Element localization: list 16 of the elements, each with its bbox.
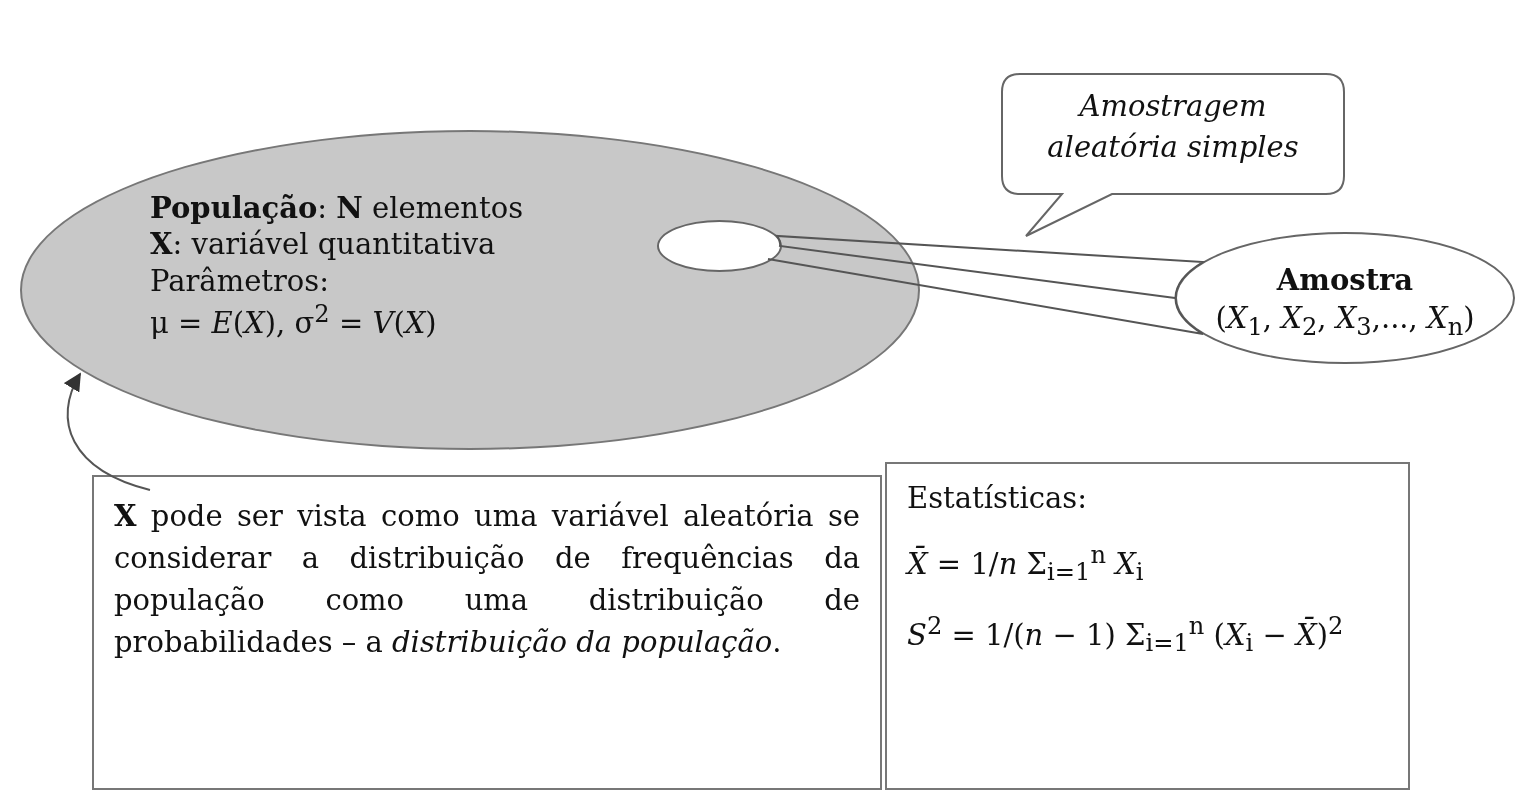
note-text: X pode ser vista como uma variável aleatória se considerar a distribuição de frequências da população como uma distribuição de probabilidades – a distribuição da população. bbox=[114, 498, 860, 662]
ellipse-text: X: variável quantitativa bbox=[150, 226, 497, 263]
arrow bbox=[64, 372, 151, 491]
ellipse-text: Parâmetros: bbox=[150, 262, 330, 299]
ellipse-text: μ = E(X), σ$^{2}$ = V(X) bbox=[150, 298, 438, 341]
speech-bubble bbox=[1000, 72, 1346, 238]
connector-lines bbox=[767, 235, 1204, 335]
ellipse-text: Amostra bbox=[1275, 262, 1415, 299]
ellipse-text: (X$_{1}$, X$_{2}$, X$_{3}$,..., X$_{n}$) bbox=[1214, 299, 1476, 343]
statistics-text: X̄ = 1/n Σ$_{i=1}$$^{n}$ X$_{i}$ bbox=[907, 539, 1145, 589]
statistics-box bbox=[885, 462, 1410, 790]
bubble-text: Amostragem aleatória simples bbox=[1046, 88, 1300, 166]
statistics-text: Estatísticas: bbox=[907, 480, 1088, 517]
note-box bbox=[92, 475, 882, 790]
statistics-text: S$^{2}$ = 1/(n − 1) Σ$_{i=1}$$^{n}$ (X$_{i}$ − X̄)$^{2}$ bbox=[907, 610, 1345, 659]
ellipse-text: População: N elementos bbox=[150, 190, 524, 227]
